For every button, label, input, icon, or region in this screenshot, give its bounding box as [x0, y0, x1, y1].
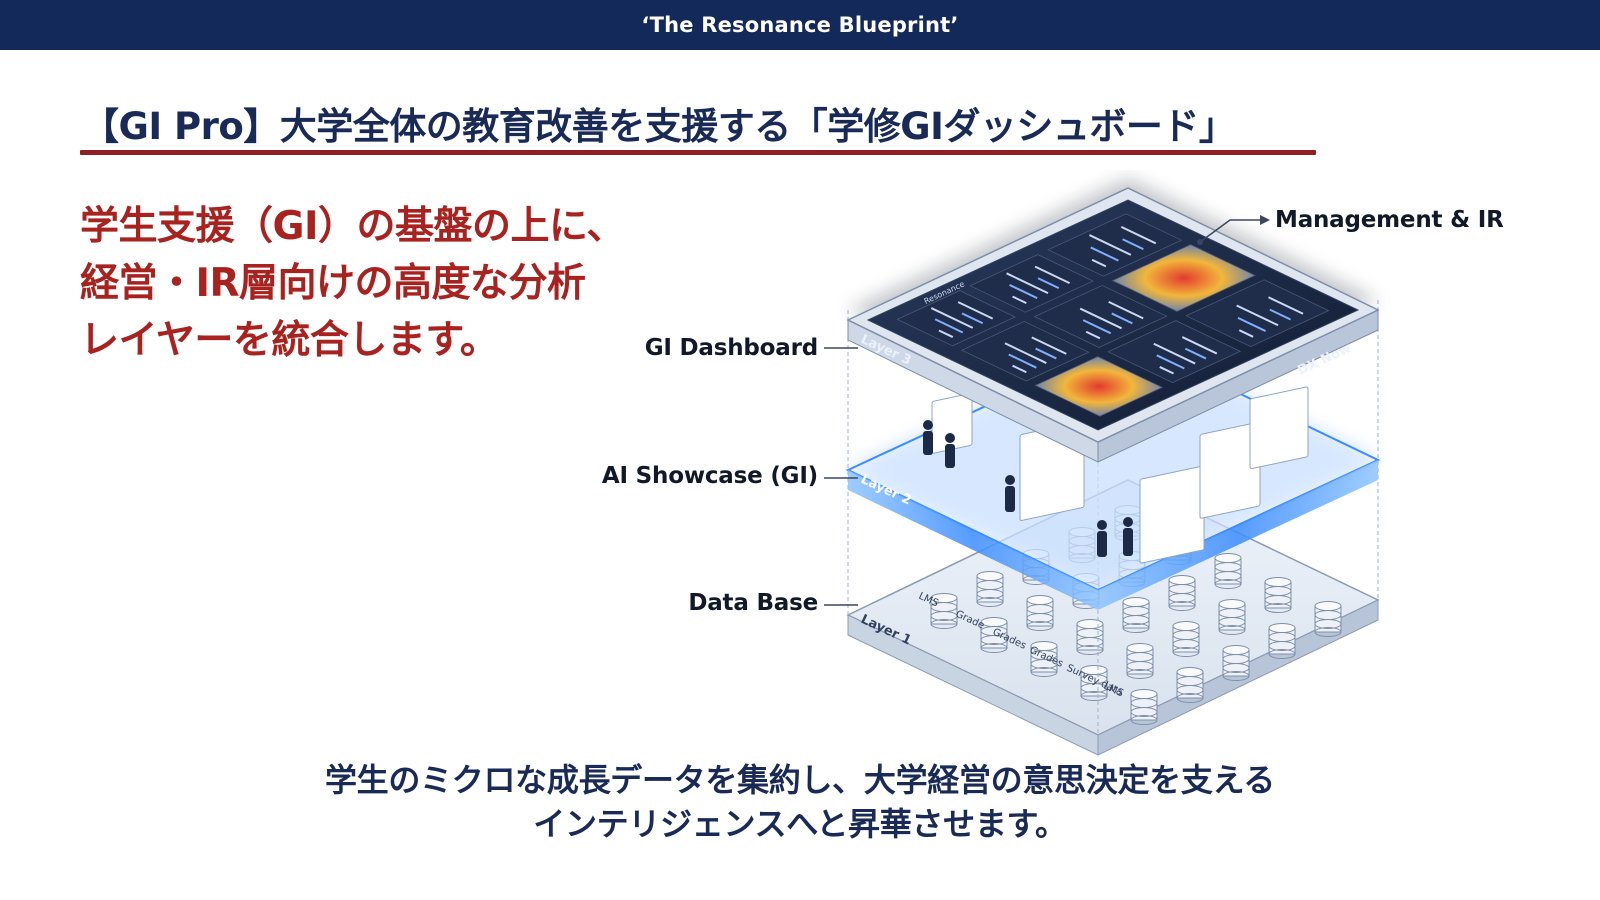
database-cylinder-icon	[1131, 690, 1157, 725]
summary-line-2: インテリジェンスへと昇華させます。	[0, 802, 1600, 846]
database-cylinder-icon	[1077, 620, 1103, 655]
leader-dot-icon	[1197, 239, 1203, 245]
lead-line-3: レイヤーを統合します。	[80, 312, 680, 369]
callout-management-ir: Management & IR	[1275, 207, 1504, 233]
layered-architecture-diagram: Resonance Layer 3 DX Now Layer 2 AI Blue…	[610, 170, 1560, 760]
slide-title: 【GI Pro】大学全体の教育改善を支援する「学修GIダッシュボード」	[82, 96, 1322, 150]
database-cylinder-icon	[1169, 576, 1195, 611]
database-cylinder-icon	[1177, 668, 1203, 703]
database-cylinder-icon	[1223, 646, 1249, 681]
lead-statement: 学生支援（GI）の基盤の上に、 経営・IR層向けの高度な分析 レイヤーを統合しま…	[80, 198, 680, 369]
database-cylinder-icon	[1127, 644, 1153, 679]
title-underline	[80, 150, 1316, 155]
database-cylinder-icon	[1027, 596, 1053, 631]
lead-line-1: 学生支援（GI）の基盤の上に、	[80, 198, 680, 255]
database-cylinder-icon	[1123, 598, 1149, 633]
database-cylinder-icon	[1269, 624, 1295, 659]
database-cylinder-icon	[1265, 578, 1291, 613]
callout-ai-showcase: AI Showcase (GI)	[602, 463, 818, 489]
lead-line-2: 経営・IR層向けの高度な分析	[80, 255, 680, 312]
callout-gi-dashboard: GI Dashboard	[645, 335, 818, 361]
callout-data-base: Data Base	[688, 590, 818, 616]
deck-header-bar: ‘The Resonance Blueprint’	[0, 0, 1600, 50]
database-cylinder-icon	[1215, 554, 1241, 589]
database-cylinder-icon	[1173, 622, 1199, 657]
deck-title: ‘The Resonance Blueprint’	[641, 13, 958, 37]
arrow-head-icon	[1260, 215, 1270, 225]
database-cylinder-icon	[1315, 602, 1341, 637]
database-cylinder-icon	[1219, 600, 1245, 635]
summary-statement: 学生のミクロな成長データを集約し、大学経営の意思決定を支える インテリジェンスへ…	[0, 758, 1600, 846]
summary-line-1: 学生のミクロな成長データを集約し、大学経営の意思決定を支える	[0, 758, 1600, 802]
database-cylinder-icon	[977, 572, 1003, 607]
